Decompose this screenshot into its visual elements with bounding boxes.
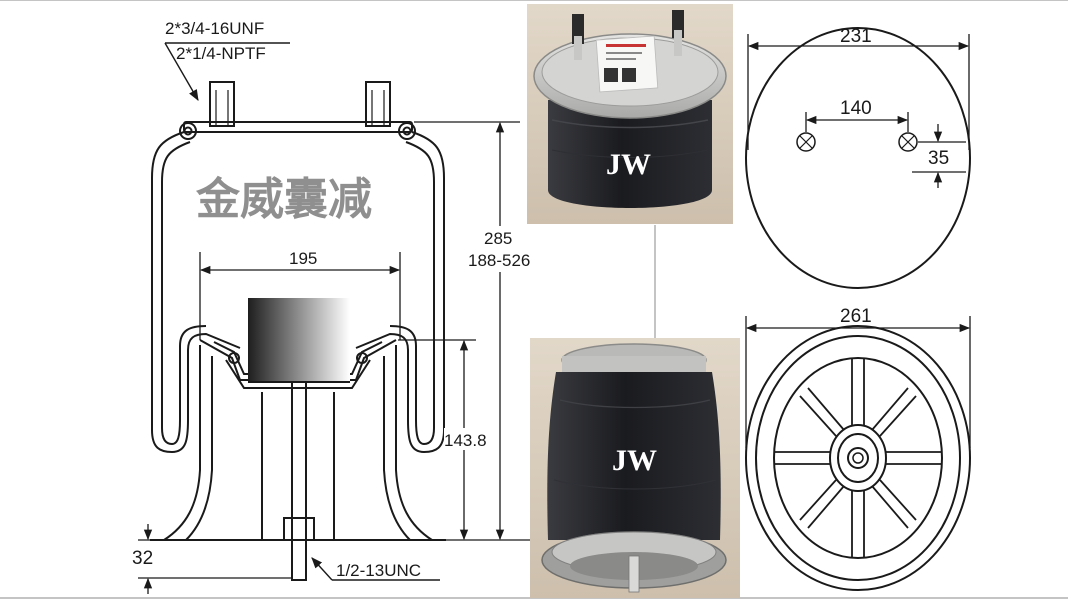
dim-stud-spacing [805,112,909,132]
stud-hole-left [796,132,816,152]
thread-leader-bottom [311,557,440,581]
dim-piston-width [199,252,401,340]
bottom-nut [283,517,315,541]
piston-skirt [163,345,201,541]
photo-bottom-logo: JW [612,444,657,477]
photo-top-view: JW [527,4,733,224]
dim-piston-height-value: 143.8 [444,431,487,450]
dim-stud-offset [912,124,966,188]
crimp-right [398,122,416,140]
dim-bottom-diameter-value: 261 [840,306,872,327]
stud-hole-right [898,132,918,152]
dim-piston-width-value: 195 [289,249,317,268]
thread-leader-top [164,42,290,101]
dim-base-offset [138,524,292,594]
bottom-view-outer [745,325,971,591]
dim-height-nominal: 285 [484,229,512,248]
stud-left [209,81,235,127]
crimp-left [179,122,197,140]
piston-block [248,298,350,382]
stud-right [365,81,391,127]
center-bolt [291,361,307,581]
bottom-view-ribs [774,358,942,558]
cross-section-drawing [150,81,446,581]
dim-height [414,121,530,541]
bottom-view-hub [829,424,887,492]
thread-top-label-1: 2*3/4-16UNF [165,19,264,38]
thread-top-label-2: 2*1/4-NPTF [176,44,266,63]
top-plate [183,121,413,133]
photo-bottom-view: JW [530,338,740,598]
bellows-inner [161,141,207,446]
brand-chinese: 金威囊减 [195,174,372,225]
bellows-outer [151,131,241,454]
photo-top-logo: JW [606,148,651,181]
top-view-drawing [745,27,971,289]
dim-top-diameter [747,34,970,150]
dim-bottom-diameter [745,316,971,448]
dim-stud-offset-value: 35 [928,148,949,169]
dim-base-offset-value: 32 [132,548,153,569]
dim-top-diameter-value: 231 [840,26,872,47]
top-view-outline [745,27,971,289]
dim-height-range: 188-526 [468,251,530,270]
bottom-view-drawing [745,325,971,591]
dim-stud-spacing-value: 140 [840,98,872,119]
thread-bottom-label: 1/2-13UNC [336,561,421,580]
